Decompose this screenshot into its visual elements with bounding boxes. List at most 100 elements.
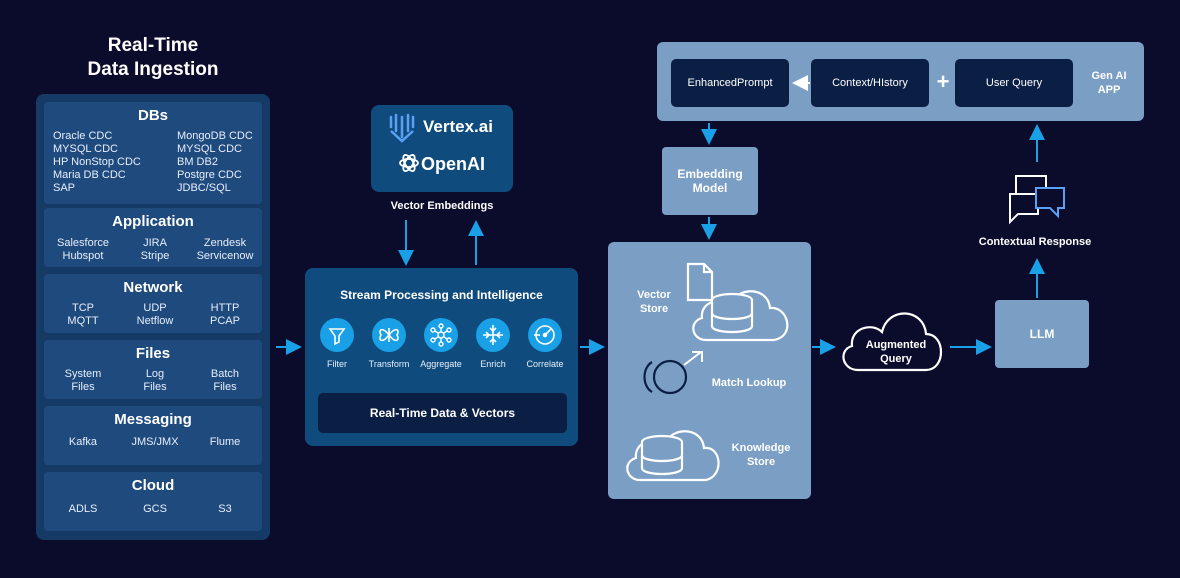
files-col: System Files bbox=[48, 368, 118, 394]
source-item: HTTP bbox=[210, 302, 240, 314]
network-col: HTTP PCAP bbox=[190, 302, 260, 328]
aggregate-icon bbox=[424, 318, 458, 352]
correlate-icon bbox=[528, 318, 562, 352]
source-item: Files bbox=[143, 381, 167, 393]
network-col: TCP MQTT bbox=[48, 302, 118, 328]
network-section: Network TCP MQTT UDP Netflow HTTP PCAP bbox=[44, 274, 262, 333]
label-line: Vector bbox=[637, 289, 671, 301]
source-item: GCS bbox=[143, 503, 167, 515]
messaging-section: Messaging Kafka JMS/JMX Flume bbox=[44, 406, 262, 465]
augmented-query-label: Augmented Query bbox=[852, 338, 940, 366]
files-section: Files System Files Log Files Batch Files bbox=[44, 340, 262, 399]
network-col: UDP Netflow bbox=[120, 302, 190, 328]
label-line: Query bbox=[880, 353, 912, 365]
db-item: Postgre CDC bbox=[177, 169, 242, 181]
source-item: Kafka bbox=[68, 436, 98, 448]
source-item: UDP bbox=[143, 302, 167, 314]
db-item: BM DB2 bbox=[177, 156, 218, 168]
db-item: JDBC/SQL bbox=[177, 182, 231, 194]
source-item: Batch bbox=[210, 368, 240, 380]
op-label: Transform bbox=[368, 359, 410, 369]
source-item: Files bbox=[71, 381, 95, 393]
label-line: Augmented bbox=[865, 339, 927, 351]
source-item: S3 bbox=[218, 503, 232, 515]
match-lookup-icon bbox=[643, 351, 703, 395]
source-item: Files bbox=[213, 381, 237, 393]
label-line: Store bbox=[746, 456, 776, 468]
source-item: Flume bbox=[209, 436, 241, 448]
db-item: SAP bbox=[53, 182, 76, 194]
source-item: JIRA bbox=[143, 237, 167, 249]
files-col: Log Files bbox=[120, 368, 190, 394]
embedding-model-label: Embedding Model bbox=[662, 147, 758, 195]
knowledge-store-label: Knowledge Store bbox=[726, 441, 796, 469]
source-item: Zendesk bbox=[203, 237, 247, 249]
db-item: MongoDB CDC bbox=[177, 130, 253, 142]
files-col: Batch Files bbox=[190, 368, 260, 394]
network-title: Network bbox=[123, 279, 183, 296]
dbs-section: DBs Oracle CDC MYSQL CDC HP NonStop CDC … bbox=[44, 102, 262, 204]
store-panel: Vector Store Match Lookup Knowledge Stor… bbox=[608, 242, 811, 499]
enrich-icon bbox=[476, 318, 510, 352]
cloud-section: Cloud ADLS GCS S3 bbox=[44, 472, 262, 531]
source-item: ADLS bbox=[68, 503, 98, 515]
db-item: MYSQL CDC bbox=[53, 143, 118, 155]
op-label: Filter bbox=[327, 359, 347, 369]
op-label: Aggregate bbox=[420, 359, 462, 369]
label-line: Store bbox=[639, 303, 669, 315]
files-title: Files bbox=[135, 345, 171, 362]
ingestion-title: Real-Time Data Ingestion bbox=[40, 34, 266, 82]
application-col: Salesforce Hubspot bbox=[48, 237, 118, 263]
llm-box: LLM bbox=[995, 300, 1089, 368]
knowledge-store-icon bbox=[626, 430, 720, 482]
title-line-2: Data Ingestion bbox=[87, 59, 219, 80]
openai-icon bbox=[399, 154, 419, 172]
filter-icon bbox=[320, 318, 354, 352]
application-col: Zendesk Servicenow bbox=[190, 237, 260, 263]
embedding-model-box: Embedding Model bbox=[662, 147, 758, 215]
source-item: PCAP bbox=[210, 315, 240, 327]
genai-app-label: Gen AI APP bbox=[1079, 69, 1139, 97]
vertex-ai-label: Vertex.ai bbox=[423, 117, 493, 136]
db-item: Oracle CDC bbox=[53, 130, 113, 142]
augmented-query-cloud-icon bbox=[842, 312, 942, 372]
db-item: HP NonStop CDC bbox=[53, 156, 141, 168]
op-label: Correlate bbox=[526, 359, 564, 369]
source-item: System bbox=[64, 368, 102, 380]
user-query-box: User Query bbox=[955, 59, 1073, 107]
label-line: Model bbox=[692, 181, 728, 195]
cloud-title: Cloud bbox=[131, 477, 175, 494]
op-label: Enrich bbox=[480, 359, 506, 369]
transform-icon bbox=[372, 318, 406, 352]
vector-store-icon bbox=[686, 262, 789, 342]
label-line: Knowledge bbox=[731, 442, 791, 454]
source-item: Netflow bbox=[136, 315, 174, 327]
source-item: Salesforce bbox=[57, 237, 109, 249]
plus-icon: + bbox=[936, 69, 950, 94]
source-item: MQTT bbox=[67, 315, 99, 327]
dbs-right-list: MongoDB CDC MYSQL CDC BM DB2 Postgre CDC… bbox=[177, 130, 253, 195]
dbs-title: DBs bbox=[137, 107, 168, 124]
vector-embedding-providers: Vertex.ai OpenAI bbox=[371, 105, 513, 192]
openai-label: OpenAI bbox=[421, 154, 486, 174]
stream-title: Stream Processing and Intelligence bbox=[340, 288, 543, 302]
label-line: APP bbox=[1097, 84, 1121, 96]
dbs-left-list: Oracle CDC MYSQL CDC HP NonStop CDC Mari… bbox=[53, 130, 141, 195]
genai-app-panel: EnhancedPrompt Context/HIstory + User Qu… bbox=[657, 42, 1144, 121]
application-section: Application Salesforce Hubspot JIRA Stri… bbox=[44, 208, 262, 267]
db-item: Maria DB CDC bbox=[53, 169, 126, 181]
ingestion-panel: DBs Oracle CDC MYSQL CDC HP NonStop CDC … bbox=[36, 94, 270, 540]
title-line-1: Real-Time bbox=[107, 35, 199, 56]
source-item: Stripe bbox=[140, 250, 170, 262]
db-item: MYSQL CDC bbox=[177, 143, 242, 155]
label-line: Embedding bbox=[677, 167, 743, 181]
application-col: JIRA Stripe bbox=[120, 237, 190, 263]
source-item: Servicenow bbox=[196, 250, 254, 262]
match-lookup-label: Match Lookup bbox=[711, 377, 787, 389]
chat-bubbles-icon bbox=[1009, 175, 1065, 225]
label-line: Gen AI bbox=[1091, 70, 1127, 82]
source-item: Hubspot bbox=[62, 250, 104, 262]
source-item: Log bbox=[145, 368, 165, 380]
context-history-box: Context/HIstory bbox=[811, 59, 929, 107]
source-item: TCP bbox=[72, 302, 94, 314]
